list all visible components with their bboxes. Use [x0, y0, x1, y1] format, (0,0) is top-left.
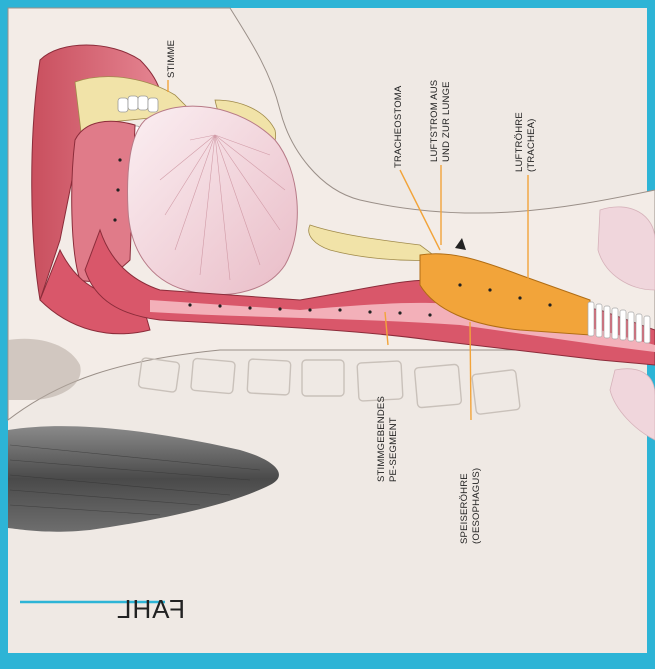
- label-speiseroehre-line2: (OESOPHAGUS): [471, 468, 482, 544]
- label-pe-segment-line1: STIMMGEBENDES: [376, 396, 387, 482]
- label-speiseroehre-line1: SPEISERÖHRE: [459, 473, 470, 544]
- label-luftroehre-line2: (TRACHEA): [526, 118, 537, 172]
- leader-speiseroehre: [470, 322, 471, 420]
- label-luftstrom-line2: UND ZUR LUNGE: [441, 81, 452, 162]
- label-luftstrom-line1: LUFTSTROM AUS: [429, 80, 440, 162]
- label-pe-segment-line2: PE-SEGMENT: [388, 417, 399, 482]
- label-luftroehre-line1: LUFTRÖHRE: [514, 112, 525, 172]
- label-tracheostoma: TRACHEOSTOMA: [393, 85, 404, 168]
- label-stimme: STIMME: [166, 40, 177, 78]
- logo-text: FAHL: [116, 594, 185, 624]
